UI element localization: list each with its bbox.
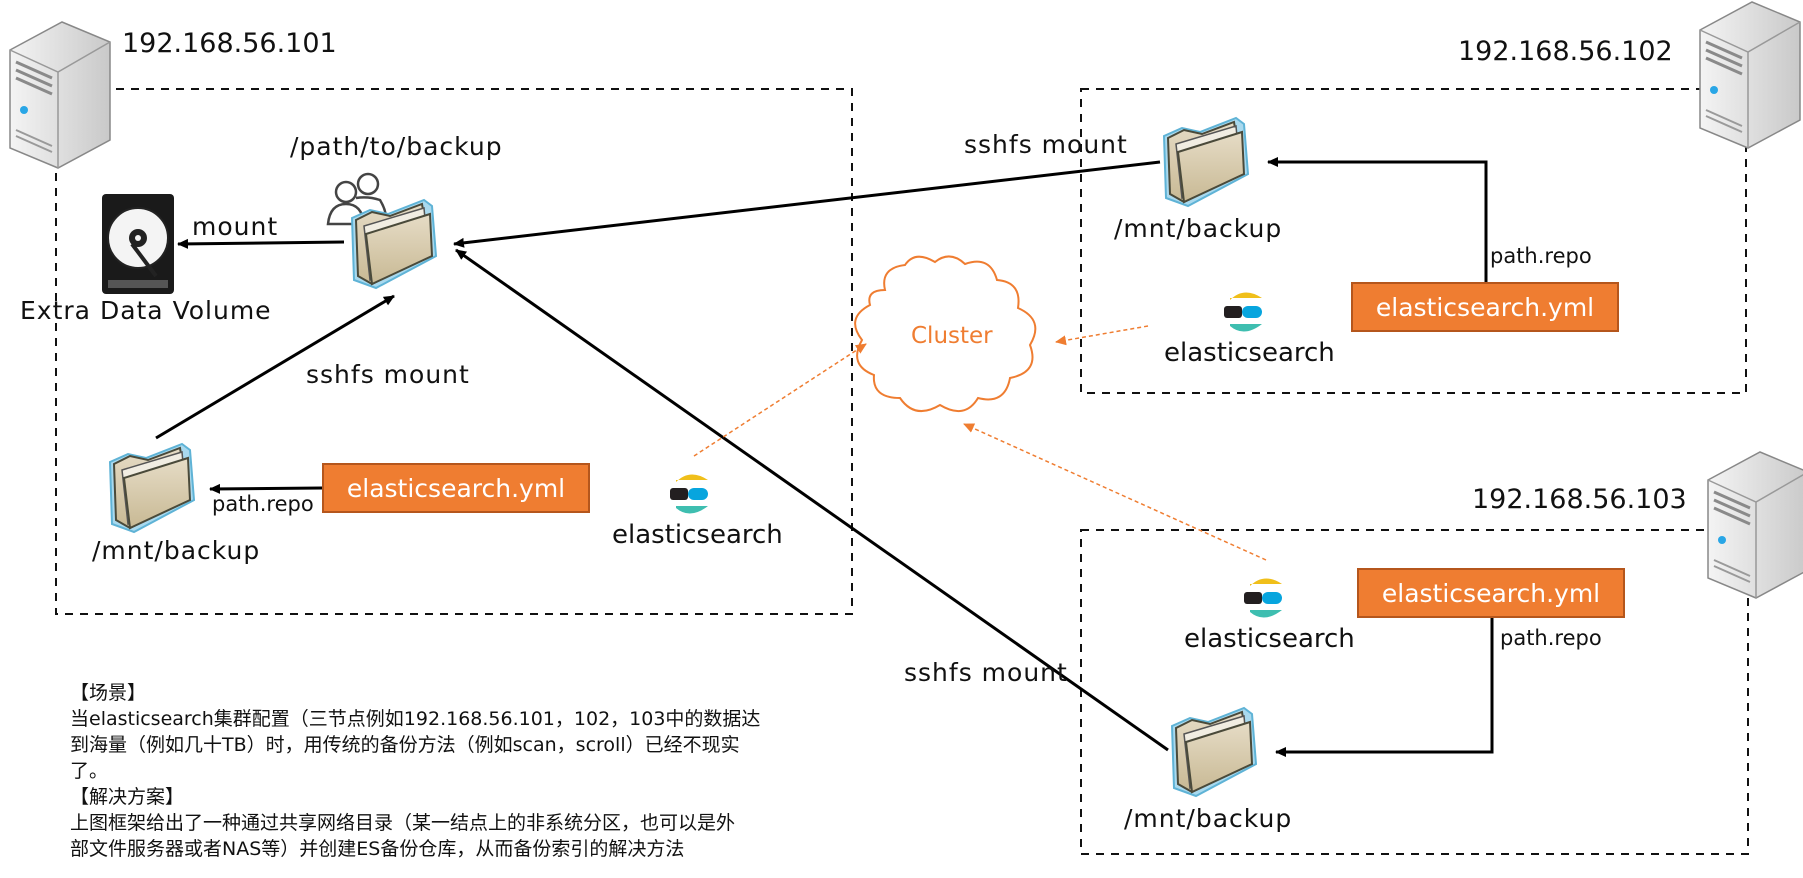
mnt-backup-label: /mnt/backup [92,536,261,565]
elasticsearch-logo-icon [670,474,708,514]
folder-icon [109,443,195,533]
notes-block: 【场景】 当elasticsearch集群配置（三节点例如192.168.56.… [70,680,870,862]
folder-icon [1171,707,1257,797]
folder-icon [1163,117,1249,207]
server-icon [1698,0,1802,150]
path-repo-label: path.repo [212,492,314,516]
cluster-label: Cluster [911,323,993,349]
solution-text: 部文件服务器或者NAS等）并创建ES备份仓库，从而备份索引的解决方法 [70,838,685,860]
server-icon [1706,450,1803,600]
shared-path-label: /path/to/backup [290,132,503,161]
path-repo-label: path.repo [1490,244,1592,268]
path-repo-label: path.repo [1500,626,1602,650]
mnt-backup-label: /mnt/backup [1124,804,1293,833]
node1-ip: 192.168.56.101 [122,28,337,59]
mnt-backup-label: /mnt/backup [1114,214,1283,243]
elasticsearch-logo-icon [1244,578,1282,618]
solution-heading: 【解决方案】 [70,786,185,808]
elasticsearch-label: elasticsearch [612,520,783,550]
scene-heading: 【场景】 [70,682,147,704]
node1-box [55,88,853,615]
hard-drive-icon [102,194,174,294]
node3-ip: 192.168.56.103 [1472,484,1687,515]
mount-label: mount [192,212,279,241]
solution-text: 上图框架给出了一种通过共享网络目录（某一结点上的非系统分区，也可以是外 [70,812,736,834]
node2-box [1080,88,1747,394]
sshfs-mount-label: sshfs mount [306,360,470,389]
config-file-box: elasticsearch.yml [1357,568,1625,618]
elasticsearch-label: elasticsearch [1164,338,1335,368]
elasticsearch-label: elasticsearch [1184,624,1355,654]
scene-text: 了。 [70,760,109,782]
scene-text: 当elasticsearch集群配置（三节点例如192.168.56.101，1… [70,708,761,730]
sshfs-mount-label: sshfs mount [964,130,1128,159]
folder-icon [351,199,437,289]
node2-ip: 192.168.56.102 [1458,36,1673,67]
config-file-box: elasticsearch.yml [322,463,590,513]
server-icon [8,20,112,170]
scene-text: 到海量（例如几十TB）时，用传统的备份方法（例如scan，scroll）已经不现… [70,734,740,756]
sshfs-mount-label: sshfs mount [904,658,1068,687]
config-file-box: elasticsearch.yml [1351,282,1619,332]
elasticsearch-logo-icon [1224,292,1262,332]
extra-volume-label: Extra Data Volume [20,296,272,325]
node3-box [1080,529,1749,855]
